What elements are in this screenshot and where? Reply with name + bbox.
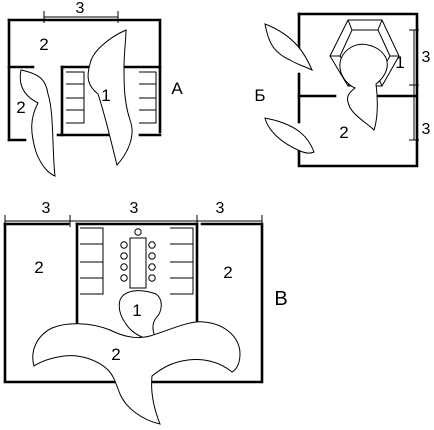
plan-c-zone-center: 1 <box>132 301 141 320</box>
plan-c-chair <box>134 228 142 236</box>
plan-c-seats-left <box>80 227 104 295</box>
plan-b-dim-right-bottom: 3 <box>422 121 431 138</box>
plan-c-dim-center: 3 <box>130 200 139 217</box>
plan-c-wall-right-bottom <box>148 222 264 384</box>
plan-c-chair <box>120 263 128 271</box>
plan-a-wall-top-right <box>7 18 162 134</box>
plan-a-person-left <box>19 69 56 177</box>
plan-c-chair <box>148 252 156 260</box>
plan-b-table-seat-dividers <box>330 19 399 87</box>
plan-c-person-lower <box>32 321 241 425</box>
plan-c-dim-left: 3 <box>42 200 51 217</box>
plan-c-chair <box>120 241 128 249</box>
plan-b-person-center <box>339 43 388 131</box>
plan-a-zone-upper: 2 <box>39 35 48 54</box>
plan-c: 3 3 3 2 2 1 2 В <box>3 200 288 425</box>
plan-c-zone-left: 2 <box>34 258 43 277</box>
plan-a: 3 2 2 1 А <box>7 0 183 177</box>
plan-c-conference-table <box>129 237 147 289</box>
plan-a-letter: А <box>171 79 183 98</box>
plan-a-zone-center: 1 <box>101 86 110 105</box>
plan-b-door-top <box>264 23 313 72</box>
plan-c-dimension-line <box>4 215 263 227</box>
plan-a-dim-top: 3 <box>76 0 85 17</box>
plan-a-zone-lower: 2 <box>16 98 25 117</box>
plan-b-zone-lower: 2 <box>339 123 348 142</box>
plan-b-door-bottom <box>264 117 315 154</box>
plan-b-letter: Б <box>254 86 265 105</box>
plan-b-zone-center: 1 <box>395 53 404 72</box>
plan-a-dimension-line <box>43 11 119 23</box>
plan-b-dim-right-top: 3 <box>422 49 431 66</box>
plan-c-chair <box>120 252 128 260</box>
plan-c-chair <box>120 274 128 282</box>
plan-c-wall-left-bottom <box>3 222 116 384</box>
plan-c-seats-right <box>170 227 194 295</box>
plan-c-chair <box>148 274 156 282</box>
plan-b-wall-outer <box>297 12 419 168</box>
plan-b-dimension-line <box>409 29 419 141</box>
plan-a-seats-left <box>66 71 85 124</box>
plan-c-chair <box>148 263 156 271</box>
plan-c-chair <box>148 241 156 249</box>
plan-c-zone-lower: 2 <box>111 345 120 364</box>
plan-a-person-center <box>87 29 133 167</box>
plan-a-seats-right <box>139 71 157 124</box>
plan-c-letter: В <box>274 288 287 310</box>
plan-c-zone-right: 2 <box>223 263 232 282</box>
plan-c-dim-right: 3 <box>216 200 225 217</box>
plan-c-person-center <box>118 290 162 343</box>
plan-c-table-chairs <box>120 228 156 282</box>
plan-b: 3 3 1 2 Б <box>254 12 431 168</box>
